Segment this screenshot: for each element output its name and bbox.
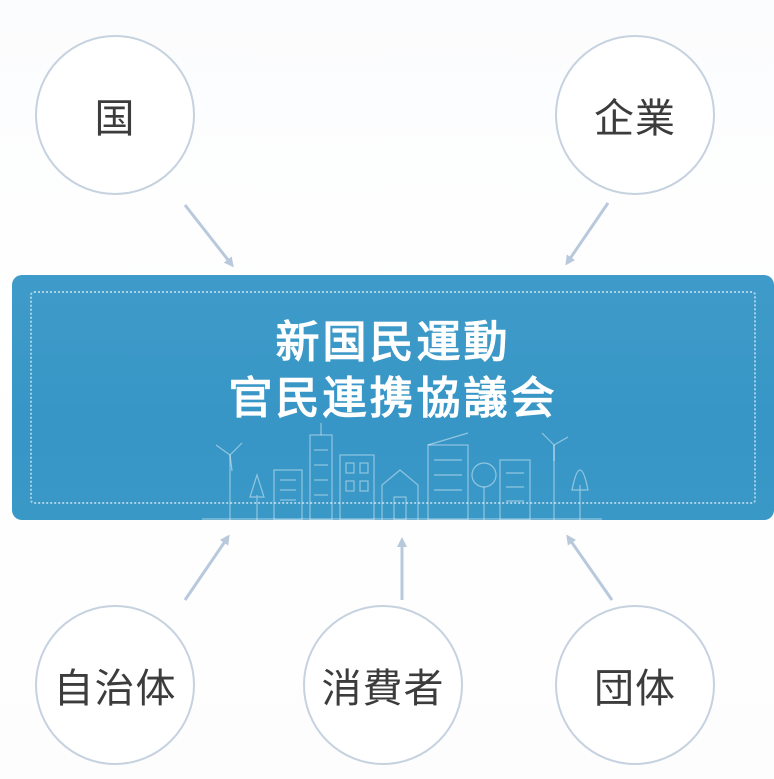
council-box: 新国民運動 官民連携協議会 — [12, 275, 774, 520]
cityscape-illustration — [202, 423, 602, 520]
council-title: 新国民運動 官民連携協議会 — [12, 315, 774, 427]
participant-node-shohisha: 消費者 — [303, 605, 463, 765]
participant-node-kuni: 国 — [35, 35, 195, 195]
council-dotted-frame — [30, 291, 756, 504]
arrow-kigyo-to-council — [565, 202, 610, 266]
participant-label-kigyo: 企業 — [594, 96, 676, 142]
participant-node-jichitai: 自治体 — [35, 605, 195, 765]
council-title-line2: 官民連携協議会 — [228, 373, 558, 424]
arrow-jichitai-to-council — [183, 534, 230, 601]
participant-node-dantai: 団体 — [555, 605, 715, 765]
participant-label-dantai: 団体 — [594, 666, 676, 712]
arrow-dantai-to-council — [566, 534, 614, 601]
participant-node-kigyo: 企業 — [555, 35, 715, 195]
participant-label-kuni: 国 — [94, 96, 136, 142]
council-title-line1: 新国民運動 — [275, 317, 511, 368]
participant-label-shohisha: 消費者 — [321, 666, 445, 712]
participant-label-jichitai: 自治体 — [53, 666, 177, 712]
arrow-kuni-to-council — [183, 204, 234, 268]
